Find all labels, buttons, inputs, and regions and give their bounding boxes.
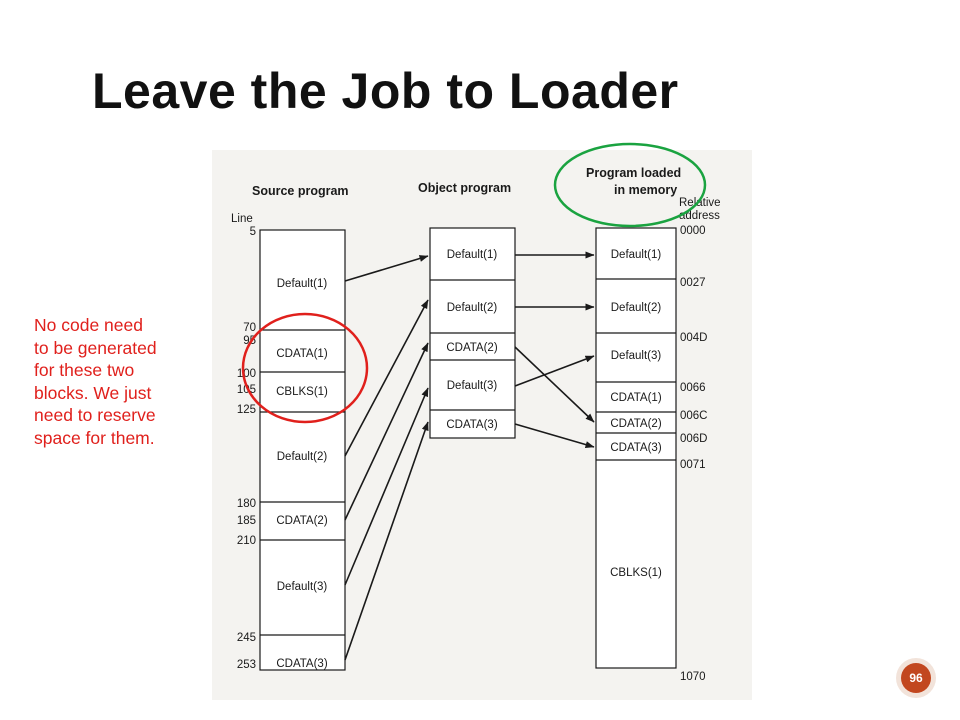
page-number-badge: 96 — [896, 658, 936, 698]
annotation-note: No code need to be generated for these t… — [34, 314, 214, 449]
slide-title: Leave the Job to Loader — [92, 63, 679, 119]
source-block-cdata2: CDATA(2) — [276, 515, 327, 527]
line-number: 5 — [250, 226, 256, 238]
note-line: for these two — [34, 360, 135, 380]
object-program-column — [429, 227, 516, 439]
page-number: 96 — [901, 663, 931, 693]
line-number: 180 — [237, 498, 256, 510]
relative-address: 006D — [680, 433, 708, 445]
object-to-memory-arrows — [514, 251, 595, 448]
source-block-default2: Default(2) — [277, 451, 328, 463]
memory-column — [595, 227, 677, 669]
memory-block-cblks1: CBLKS(1) — [610, 567, 662, 579]
object-block-default1: Default(1) — [447, 249, 498, 261]
object-program-header: Object program — [418, 181, 511, 195]
memory-block-cdata2: CDATA(2) — [610, 418, 661, 430]
relative-address: 0071 — [680, 459, 706, 471]
line-number: 125 — [237, 404, 256, 416]
memory-header-line2: in memory — [614, 183, 677, 197]
line-number: 70 — [243, 322, 256, 334]
relative-address: 0027 — [680, 277, 706, 289]
object-block-cdata2: CDATA(2) — [446, 342, 497, 354]
source-program-column — [259, 229, 346, 671]
source-block-cdata3: CDATA(3) — [276, 658, 327, 670]
relative-label-line2: address — [679, 210, 720, 222]
note-line: space for them. — [34, 427, 155, 448]
relative-address: 0066 — [680, 382, 706, 394]
red-highlight-circle — [241, 312, 369, 424]
source-program-header: Source program — [252, 184, 349, 198]
object-block-cdata3: CDATA(3) — [446, 419, 497, 431]
source-block-cdata1: CDATA(1) — [276, 348, 327, 360]
source-to-object-arrows — [344, 255, 429, 661]
line-number: 100 — [237, 368, 256, 380]
memory-header-line1: Program loaded — [586, 166, 681, 180]
relative-address: 1070 — [680, 671, 706, 683]
object-block-default3: Default(3) — [447, 380, 498, 392]
line-number: 245 — [237, 632, 256, 644]
source-block-default3: Default(3) — [277, 581, 328, 593]
note-line: blocks. We just — [34, 382, 152, 403]
memory-block-default3: Default(3) — [611, 350, 662, 362]
memory-block-default1: Default(1) — [611, 249, 662, 261]
note-line: need to reserve — [34, 405, 156, 425]
memory-block-cdata1: CDATA(1) — [610, 392, 661, 404]
line-number: 210 — [237, 535, 256, 547]
line-number: 253 — [237, 659, 256, 671]
line-label: Line — [231, 213, 253, 225]
source-block-default1: Default(1) — [277, 278, 328, 290]
object-block-default2: Default(2) — [447, 302, 498, 314]
memory-block-cdata3: CDATA(3) — [610, 442, 661, 454]
relative-address: 0000 — [680, 225, 706, 237]
line-number: 185 — [237, 515, 256, 527]
green-highlight-circle — [553, 142, 707, 228]
note-line: to be generated — [34, 337, 157, 358]
memory-block-default2: Default(2) — [611, 302, 662, 314]
source-block-cblks1: CBLKS(1) — [276, 386, 328, 398]
relative-address: 006C — [680, 410, 708, 422]
note-line: No code need — [34, 315, 143, 335]
relative-label-line1: Relative — [679, 197, 721, 209]
relative-address: 004D — [680, 332, 708, 344]
